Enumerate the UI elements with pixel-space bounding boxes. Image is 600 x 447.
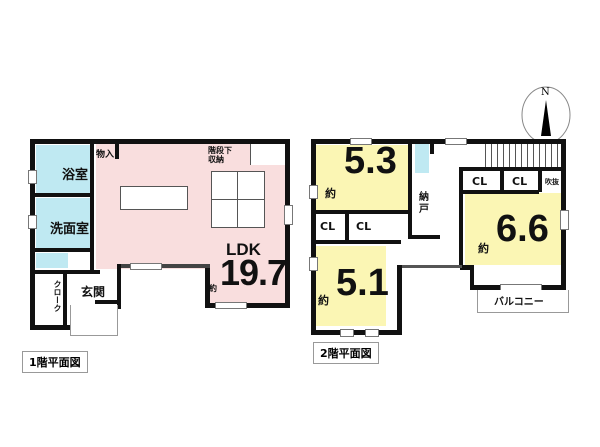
label-bath: 浴室 — [62, 168, 89, 183]
stairs-1f — [250, 143, 285, 165]
ldk-prefix: 約 — [209, 284, 217, 293]
closet-label-1: CL — [320, 220, 336, 233]
compass: N — [519, 84, 573, 146]
bathroom — [36, 145, 92, 193]
bedroom-5-1-size: 5.1 — [336, 262, 389, 304]
bedroom-5-3-size: 5.3 — [344, 140, 397, 182]
washroom — [36, 198, 92, 248]
bedroom-5-1 — [316, 246, 386, 326]
floor-2-title: 2階平面図 — [313, 342, 379, 364]
kitchen-counter — [120, 186, 188, 210]
label-understairs: 階段下 収納 — [208, 146, 232, 164]
bedroom-5-3 — [316, 145, 408, 212]
label-closet: クローク — [53, 280, 62, 312]
nando-label: 納 戸 — [419, 192, 429, 215]
bedroom-6-6 — [465, 193, 565, 265]
balcony-label: バルコニー — [494, 297, 544, 308]
compass-north-label: N — [541, 87, 550, 98]
bedroom-5-1-prefix: 約 — [318, 294, 329, 307]
balcony — [477, 290, 569, 313]
fukinuke-label: 吹抜 — [545, 178, 559, 186]
floor-1-title: 1階平面図 — [22, 351, 88, 373]
bedroom-6-6-prefix: 約 — [478, 242, 489, 255]
bedroom-6-6-size: 6.6 — [496, 208, 549, 250]
bedroom-5-3-prefix: 約 — [325, 187, 336, 200]
tatami-area — [211, 171, 265, 228]
label-washroom: 洗面室 — [50, 222, 90, 237]
label-entrance: 玄関 — [81, 285, 106, 299]
closet-label-3: CL — [472, 175, 488, 188]
closet-label-4: CL — [512, 175, 528, 188]
stairs-2f — [480, 143, 562, 167]
ldk-size: 19.7 — [220, 252, 287, 293]
entrance-porch — [70, 305, 118, 336]
ldk-label: LDK — [226, 240, 261, 259]
closet-label-2: CL — [356, 220, 372, 233]
label-storage: 物入 — [96, 150, 115, 160]
toilet-1f — [36, 253, 68, 268]
toilet-2f — [415, 143, 429, 173]
